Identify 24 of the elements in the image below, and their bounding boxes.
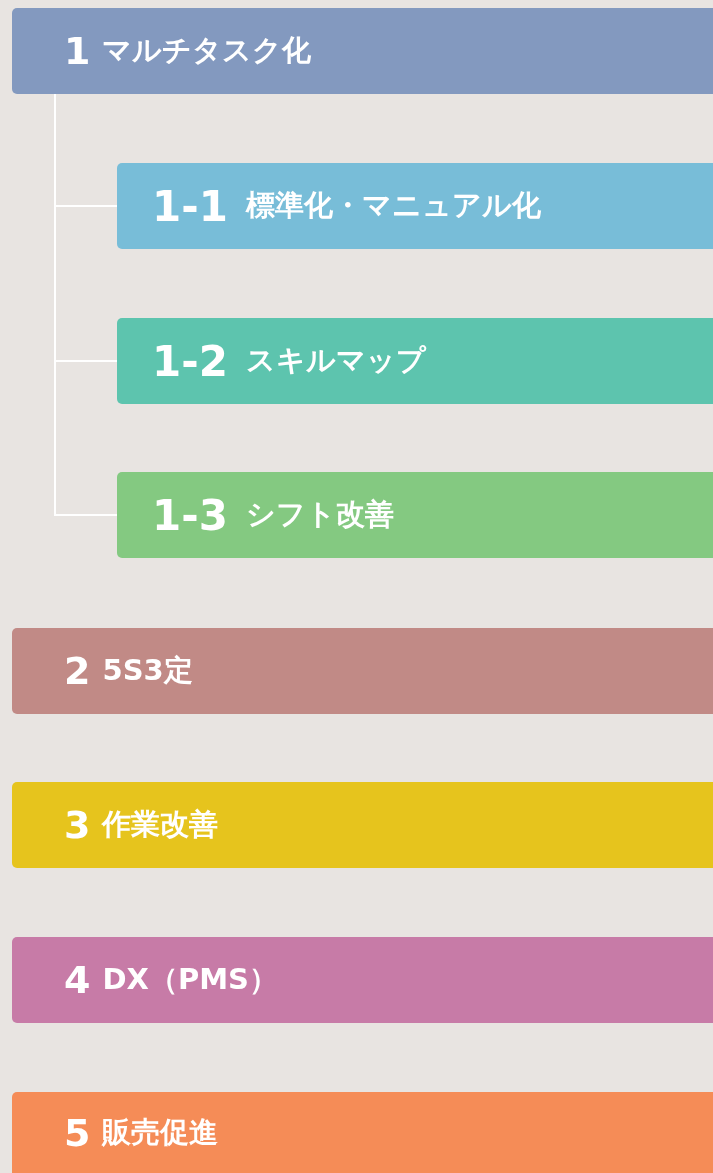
item-number: 1 — [64, 29, 91, 73]
item-number: 3 — [64, 803, 91, 847]
item-title: マルチタスク化 — [102, 32, 312, 69]
item-bar — [12, 8, 713, 94]
item-number: 4 — [64, 958, 91, 1002]
item-title: 販売促進 — [102, 1113, 219, 1151]
sub-item-bar — [117, 472, 713, 558]
item-title: DX（PMS） — [102, 961, 278, 998]
item-number: 2 — [64, 649, 91, 693]
item-bar — [12, 937, 713, 1023]
item-bar — [12, 782, 713, 868]
sub-item-bar — [117, 318, 713, 404]
sub-item-bar — [117, 163, 713, 249]
item-title: 標準化・マニュアル化 — [245, 187, 541, 224]
item-title: 5S3定 — [102, 652, 193, 689]
item-number: 1-3 — [152, 490, 228, 540]
item-title: スキルマップ — [245, 342, 426, 379]
item-title: シフト改善 — [245, 496, 394, 533]
item-title: 作業改善 — [102, 806, 219, 843]
item-number: 1-2 — [152, 336, 228, 386]
item-number: 1-1 — [152, 181, 228, 231]
item-number: 5 — [64, 1110, 91, 1155]
item-bar — [12, 1092, 713, 1173]
item-bar — [12, 628, 713, 714]
